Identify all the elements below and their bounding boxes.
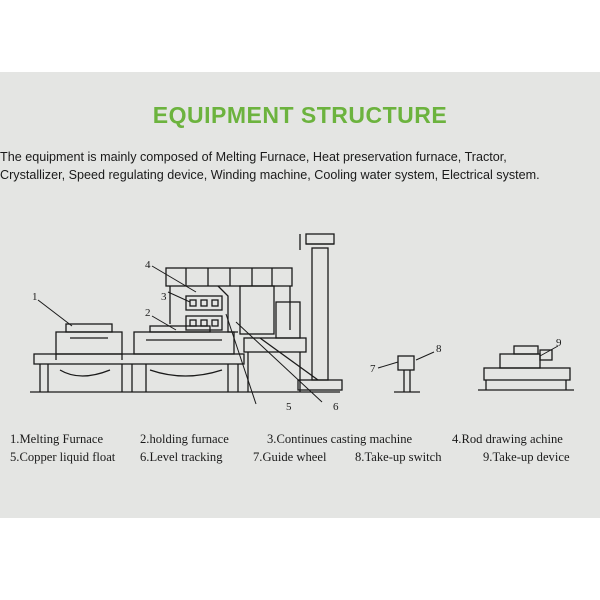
callout-7: 7 [370,363,376,375]
legend-item: 2.holding furnace [140,432,229,446]
equipment-diagram: 1 2 3 4 5 6 7 8 9 [30,233,574,413]
legend-item: 1.Melting Furnace [10,432,104,446]
callout-8: 8 [436,343,442,355]
casting-machine [165,267,319,392]
legend-item: 5.Copper liquid float [10,450,116,464]
take-up-device [478,345,574,391]
vertical-column [297,233,343,391]
callout-4: 4 [145,259,151,271]
legend-item: 7.Guide wheel [253,450,327,464]
melting-furnace [55,323,123,360]
callout-9: 9 [556,337,562,349]
callout-6: 6 [333,401,339,413]
description-line-2: Crystallizer, Speed regulating device, W… [0,168,540,182]
holding-furnace [133,325,235,355]
legend-item: 8.Take-up switch [355,450,442,464]
guide-wheel [394,355,420,393]
callout-5: 5 [286,401,292,413]
legend-item: 9.Take-up device [483,450,570,464]
legend-item: 6.Level tracking [140,450,223,464]
description-line-1: The equipment is mainly composed of Melt… [0,150,507,164]
legend-item: 4.Rod drawing achine [452,432,563,446]
content-panel [0,72,600,518]
callout-2: 2 [145,307,151,319]
equipment-description: The equipment is mainly composed of Melt… [0,148,600,184]
furnace-platform [33,353,245,365]
legend-item: 3.Continues casting machine [267,432,413,446]
callout-1: 1 [32,291,38,303]
page-title: EQUIPMENT STRUCTURE [152,102,448,128]
callout-3: 3 [161,291,167,303]
